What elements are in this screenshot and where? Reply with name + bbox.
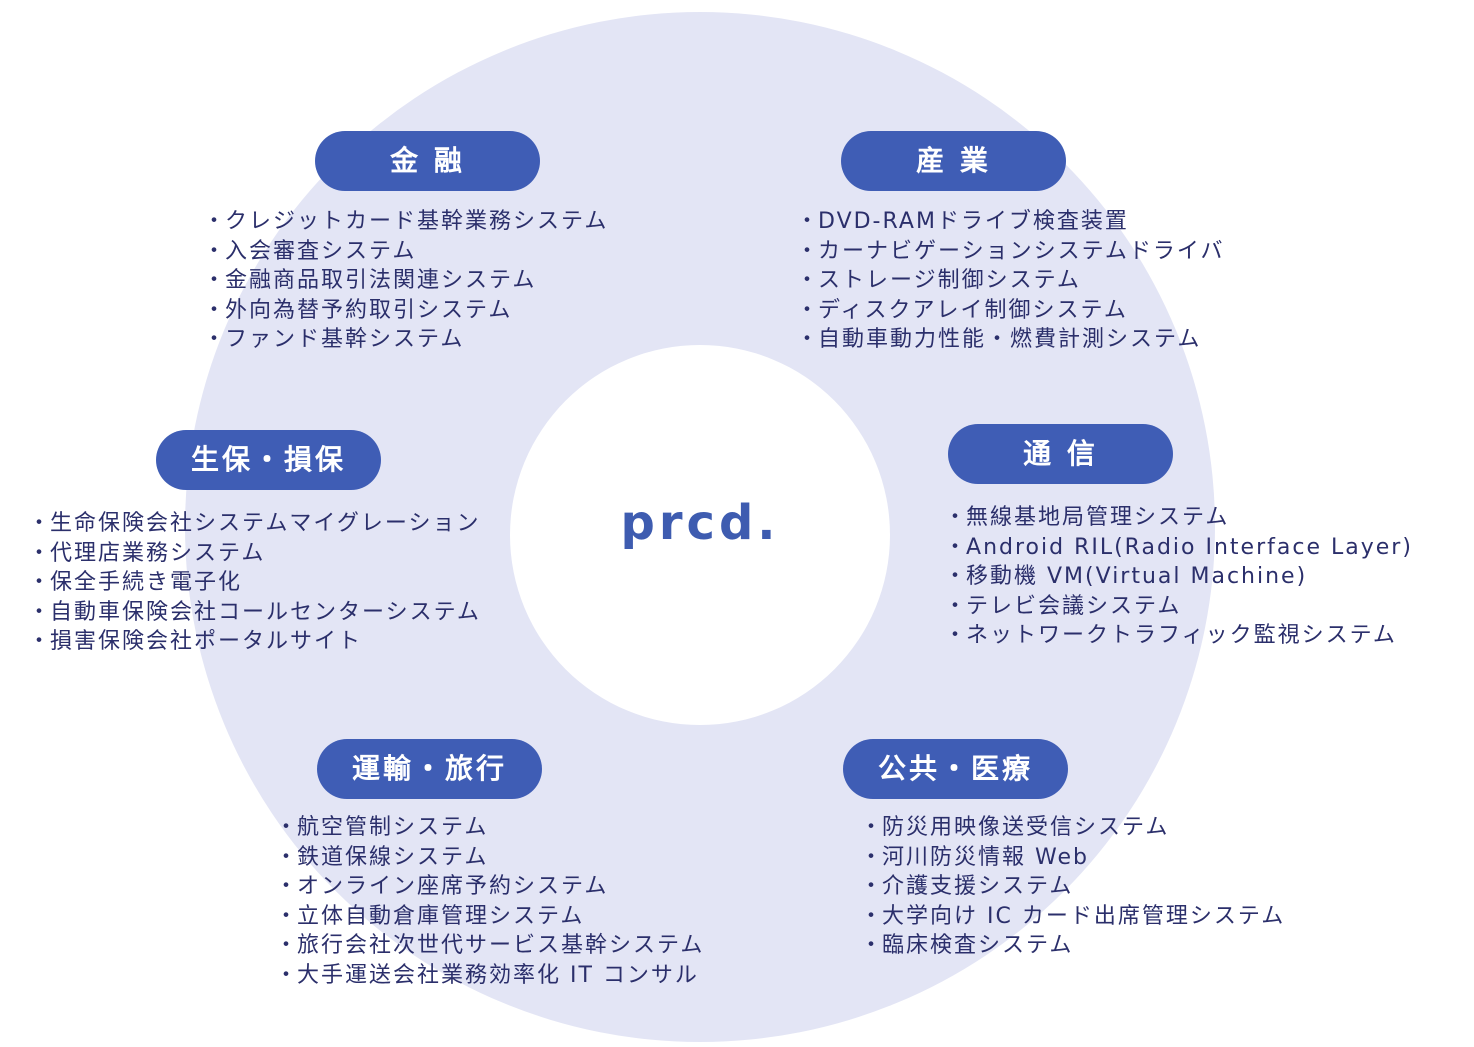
sector-list-industry: DVD-RAMドライブ検査装置カーナビゲーションシステムドライバストレージ制御シ…: [796, 207, 1224, 355]
center-circle: [510, 345, 890, 725]
list-item: 生命保険会社システムマイグレーション: [28, 509, 481, 539]
list-item: 金融商品取引法関連システム: [203, 266, 608, 296]
list-item: 代理店業務システム: [28, 539, 481, 569]
list-item: 河川防災情報 Web: [860, 843, 1285, 873]
list-item: ファンド基幹システム: [203, 325, 608, 355]
list-item: クレジットカード基幹業務システム: [203, 207, 608, 237]
list-item: ネットワークトラフィック監視システム: [944, 621, 1413, 651]
sector-list-insurance: 生命保険会社システムマイグレーション代理店業務システム保全手続き電子化自動車保険…: [28, 509, 481, 657]
list-item: 防災用映像送受信システム: [860, 813, 1285, 843]
list-item: 大学向け IC カード出席管理システム: [860, 902, 1285, 932]
list-item: 介護支援システム: [860, 872, 1285, 902]
list-item: 保全手続き電子化: [28, 568, 481, 598]
list-item: ディスクアレイ制御システム: [796, 296, 1224, 326]
sector-list-public: 防災用映像送受信システム河川防災情報 Web介護支援システム大学向け IC カー…: [860, 813, 1285, 961]
list-item: 移動機 VM(Virtual Machine): [944, 562, 1413, 592]
list-item: 旅行会社次世代サービス基幹システム: [275, 931, 704, 961]
sector-label-public: 公共・医療: [843, 739, 1068, 799]
sector-list-telecom: 無線基地局管理システムAndroid RIL(Radio Interface L…: [944, 503, 1413, 651]
list-item: オンライン座席予約システム: [275, 872, 704, 902]
list-item: 立体自動倉庫管理システム: [275, 902, 704, 932]
list-item: 自動車動力性能・燃費計測システム: [796, 325, 1224, 355]
sector-label-insurance: 生保・損保: [156, 430, 381, 490]
list-item: 臨床検査システム: [860, 931, 1285, 961]
list-item: カーナビゲーションシステムドライバ: [796, 237, 1224, 267]
list-item: DVD-RAMドライブ検査装置: [796, 207, 1224, 237]
list-item: 鉄道保線システム: [275, 843, 704, 873]
list-item: Android RIL(Radio Interface Layer): [944, 533, 1413, 563]
sector-list-finance: クレジットカード基幹業務システム入会審査システム金融商品取引法関連システム外向為…: [203, 207, 608, 355]
list-item: 航空管制システム: [275, 813, 704, 843]
sector-label-industry: 産 業: [841, 131, 1066, 191]
prcd-logo: prcd.: [620, 495, 780, 551]
sector-label-finance: 金 融: [315, 131, 540, 191]
list-item: ストレージ制御システム: [796, 266, 1224, 296]
list-item: 大手運送会社業務効率化 IT コンサル: [275, 961, 704, 991]
list-item: 損害保険会社ポータルサイト: [28, 627, 481, 657]
sector-label-transport: 運輸・旅行: [317, 739, 542, 799]
list-item: テレビ会議システム: [944, 592, 1413, 622]
list-item: 自動車保険会社コールセンターシステム: [28, 598, 481, 628]
sector-list-transport: 航空管制システム鉄道保線システムオンライン座席予約システム立体自動倉庫管理システ…: [275, 813, 704, 990]
sector-label-telecom: 通 信: [948, 424, 1173, 484]
list-item: 入会審査システム: [203, 237, 608, 267]
list-item: 無線基地局管理システム: [944, 503, 1413, 533]
list-item: 外向為替予約取引システム: [203, 296, 608, 326]
